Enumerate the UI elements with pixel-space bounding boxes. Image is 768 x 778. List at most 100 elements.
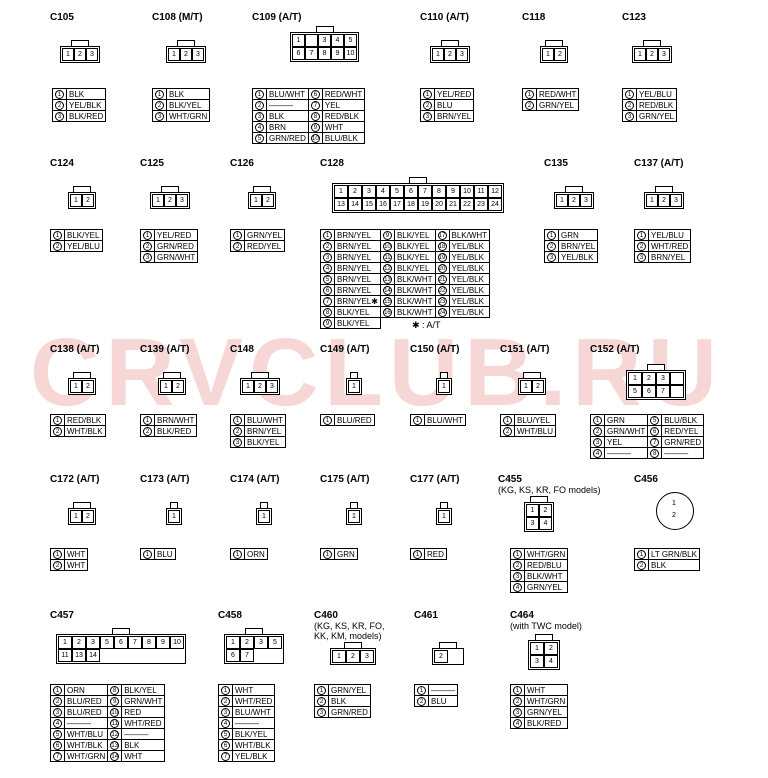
- connector-latch: [73, 502, 91, 509]
- pin-cell: 6: [226, 649, 240, 662]
- terminal-circle: 4: [513, 719, 522, 728]
- terminal-circle: 2: [53, 427, 62, 436]
- connector-title: C109 (A/T): [252, 12, 302, 23]
- terminal-number: 8: [307, 110, 323, 122]
- terminal-circle: 2: [255, 101, 264, 110]
- wire-color: WHT/GRN: [63, 750, 109, 762]
- terminal-number: 6: [647, 425, 663, 437]
- wire-color: WHT/BLK: [63, 739, 109, 751]
- pin-cell: 3: [86, 636, 100, 649]
- terminal-circle: 6: [53, 741, 62, 750]
- wire-color: BRN/YEL: [433, 110, 475, 122]
- pin-cell: 2: [74, 48, 86, 61]
- connector-latch: [535, 634, 553, 641]
- pin-cell: 7: [128, 636, 142, 649]
- terminal-number: 1: [320, 229, 335, 241]
- wire-color: BLK/RED: [523, 717, 569, 729]
- terminal-circle: 14: [382, 286, 392, 295]
- pin-cell: 2: [544, 642, 558, 655]
- terminal-number: 4: [218, 717, 233, 729]
- terminal-number: 1: [420, 88, 435, 100]
- terminal-circle: 2: [417, 697, 426, 706]
- terminal-circle: 6: [221, 741, 230, 750]
- terminal-circle: 6: [310, 90, 320, 99]
- connector-title: C464: [510, 610, 534, 621]
- terminal-number: 7: [50, 750, 65, 762]
- terminal-number: 1: [314, 684, 329, 696]
- wire-color: BRN/YEL: [334, 284, 381, 296]
- terminal-number: 13: [107, 739, 123, 751]
- terminal-circle: 8: [650, 449, 660, 458]
- connector-latch: [315, 26, 334, 33]
- wire-color: YEL/RED: [433, 88, 475, 100]
- wire-color: WHT: [63, 548, 89, 560]
- wire-color: GRN/WHT: [153, 251, 199, 263]
- wire-color: BRN/YEL: [334, 262, 381, 274]
- pin-cell: 3: [176, 194, 188, 207]
- terminal-circle: 19: [437, 253, 447, 262]
- pin-cell: 22: [460, 198, 474, 211]
- pin-cell: 5: [344, 34, 357, 47]
- terminal-circle: 5: [323, 275, 332, 284]
- wire-color: YEL/BLK: [448, 306, 491, 318]
- terminal-number: 6: [218, 739, 233, 751]
- pin-cell: 21: [446, 198, 460, 211]
- terminal-circle: 2: [55, 101, 64, 110]
- wire-color: WHT/BLK: [64, 425, 106, 437]
- pin-cell: 5: [628, 385, 642, 398]
- terminal-number: 1: [218, 684, 233, 696]
- connector-latch: [439, 642, 457, 649]
- terminal-circle: 1: [55, 90, 64, 99]
- wire-color: BLU: [433, 99, 475, 111]
- terminal-number: 2: [50, 695, 65, 707]
- pin-cell: 9: [446, 185, 460, 198]
- wire-color: BLK/YEL: [393, 251, 436, 263]
- terminal-circle: 3: [255, 112, 264, 121]
- connector-title: C175 (A/T): [320, 474, 370, 485]
- wire-color: RED/BLK: [64, 414, 106, 426]
- wire-color: BRN/WHT: [153, 414, 198, 426]
- pin-cell: 7: [656, 385, 670, 398]
- wire-color: YEL/BLK: [231, 750, 276, 762]
- terminal-number: 21: [434, 273, 450, 285]
- terminal-number: 2: [140, 240, 155, 252]
- wire-color: GRN/YEL: [635, 110, 678, 122]
- terminal-circle: 5: [255, 134, 264, 143]
- connector-latch: [177, 40, 195, 47]
- terminal-circle: 2: [143, 427, 152, 436]
- wire-color: WHT/BLU: [63, 728, 109, 740]
- wire-color: BLK/WHT: [393, 306, 436, 318]
- wire-color: WHT/GRN: [523, 695, 569, 707]
- terminal-number: 2: [230, 240, 245, 252]
- terminal-number: 7: [647, 436, 663, 448]
- terminal-number: 7: [218, 750, 233, 762]
- wire-color: GRN: [334, 548, 358, 560]
- wire-color: WHT/RED: [231, 695, 276, 707]
- terminal-circle: 3: [593, 438, 602, 447]
- terminal-circle: 5: [221, 730, 230, 739]
- terminal-circle: 1: [53, 686, 62, 695]
- terminal-number: 2: [510, 695, 525, 707]
- wire-color: BLK/WHT: [523, 570, 569, 582]
- wire-color: BLU/WHT: [231, 706, 276, 718]
- table-row: 4———8———: [590, 447, 705, 459]
- wire-color: RED/BLU: [523, 559, 569, 571]
